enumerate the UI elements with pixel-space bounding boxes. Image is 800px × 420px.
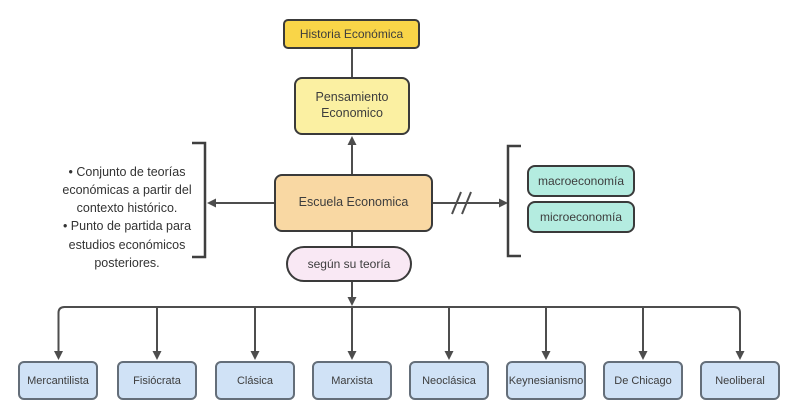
note-escuela-definition[interactable]: • Conjunto de teorías económicas a parti…	[57, 163, 197, 272]
left-bracket	[192, 141, 207, 259]
node-school-marxista[interactable]: Marxista	[312, 361, 392, 400]
tree-rail	[57, 306, 741, 316]
node-segun-su-teoria[interactable]: según su teoría	[286, 246, 412, 282]
node-school-keynesianismo[interactable]: Keynesianismo	[506, 361, 586, 400]
node-school-neoliberal[interactable]: Neoliberal	[700, 361, 780, 400]
arrowhead-down-icon	[541, 351, 551, 360]
double-slash-mark-1	[451, 191, 462, 215]
arrowhead-down-icon	[152, 351, 162, 360]
arrowhead-left-icon	[207, 198, 216, 208]
arrowhead-up-icon	[347, 136, 357, 145]
double-slash-mark-2	[461, 191, 472, 215]
note-bullet-1: • Conjunto de teorías económicas a parti…	[62, 165, 192, 216]
arrowhead-down-icon	[735, 351, 745, 360]
right-bracket	[506, 144, 521, 258]
node-microeconomia[interactable]: microeconomía	[527, 201, 635, 233]
node-historia-economica[interactable]: Historia Económica	[283, 19, 420, 49]
arrowhead-down-icon	[347, 297, 357, 306]
arrowhead-right-icon	[499, 198, 508, 208]
node-school-mercantilista[interactable]: Mercantilista	[18, 361, 98, 400]
note-bullet-2: • Punto de partida para estudios económi…	[62, 219, 192, 270]
node-pensamiento-economico[interactable]: Pensamiento Economico	[294, 77, 410, 135]
arrowhead-down-icon	[638, 351, 648, 360]
arrowhead-down-icon	[250, 351, 260, 360]
arrowhead-down-icon	[54, 351, 63, 360]
node-school-de-chicago[interactable]: De Chicago	[603, 361, 683, 400]
node-school-neoclasica[interactable]: Neoclásica	[409, 361, 489, 400]
node-macroeconomia[interactable]: macroeconomía	[527, 165, 635, 197]
node-escuela-economica[interactable]: Escuela Economica	[274, 174, 433, 232]
arrowhead-down-icon	[347, 351, 357, 360]
arrowhead-down-icon	[444, 351, 454, 360]
node-school-fisiocrata[interactable]: Fisiócrata	[117, 361, 197, 400]
node-school-clasica[interactable]: Clásica	[215, 361, 295, 400]
